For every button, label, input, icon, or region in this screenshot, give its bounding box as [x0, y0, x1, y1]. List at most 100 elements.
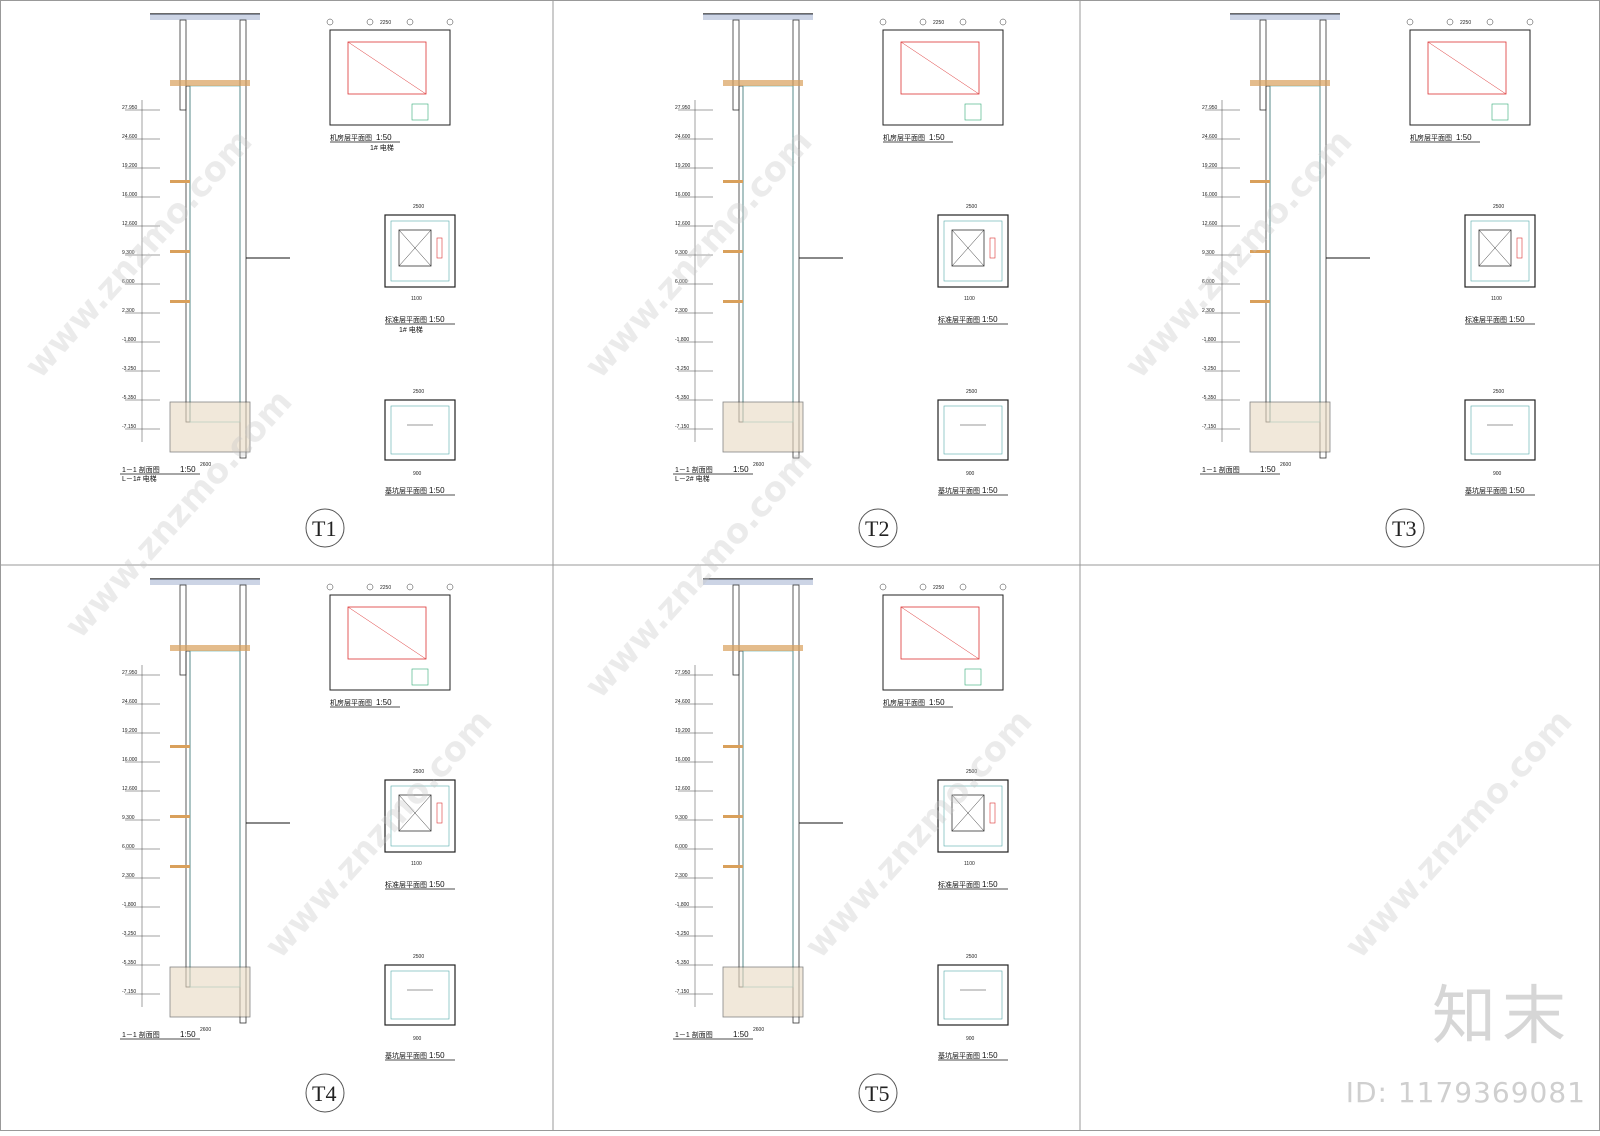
shaft-inner: [390, 220, 450, 282]
floor-slab-0: [1250, 180, 1270, 183]
car-cross-b: [398, 229, 432, 267]
axis-bubble: [919, 583, 927, 591]
floor-slab-0: [723, 745, 743, 748]
machine-room-outline: [882, 594, 1004, 691]
elevation-label: 9.300: [675, 250, 688, 256]
elevation-label: -7.150: [1202, 424, 1216, 430]
standard-caption: 标准层平面图: [385, 315, 427, 324]
elevation-label: 19.200: [122, 163, 138, 169]
dimension-label: 2600: [200, 462, 211, 468]
elevation-label: 6.000: [1202, 279, 1215, 285]
elevation-label: 12.600: [122, 786, 138, 792]
machine-caption: 机房层平面图: [330, 133, 372, 142]
elevation-label: 9.300: [122, 250, 135, 256]
elevation-label: 24.600: [122, 134, 138, 140]
elevation-label: -1.800: [675, 337, 689, 343]
axis-bubble: [446, 583, 454, 591]
elevation-label: -3.250: [122, 931, 136, 937]
section-drawing: 27.95024.60019.20016.00012.6009.3006.000…: [120, 13, 290, 483]
dimension-label: 2500: [413, 389, 424, 395]
floor-slab-1: [723, 250, 743, 253]
watermark-text: www.znzmo.com: [797, 702, 1040, 966]
section-scale: 1:50: [733, 1030, 749, 1039]
machine-scale: 1:50: [929, 698, 945, 707]
shaft-left-wall: [738, 85, 744, 423]
watermark-text: www.znzmo.com: [257, 702, 500, 966]
dimension-label: 2600: [753, 1027, 764, 1033]
elevation-label: 2.300: [122, 308, 135, 314]
section-drawing: 27.95024.60019.20016.00012.6009.3006.000…: [673, 578, 843, 1040]
section-caption: 1－1 剖面图: [122, 1030, 160, 1039]
standard-scale: 1:50: [1509, 315, 1525, 324]
section-scale: 1:50: [1260, 465, 1276, 474]
machine-floor: [170, 645, 250, 651]
elevation-label: 27.950: [1202, 105, 1218, 111]
panel-t1: 27.95024.60019.20016.00012.6009.3006.000…: [120, 13, 456, 548]
elevation-label: 19.200: [675, 728, 691, 734]
panel-tag-circle: [858, 508, 898, 548]
dimension-label: 2600: [200, 1027, 211, 1033]
axis-bubble: [959, 583, 967, 591]
elevation-label: -1.800: [122, 902, 136, 908]
dimension-label: 2600: [1280, 462, 1291, 468]
shaft-outline: [937, 779, 1009, 853]
pit-caption: 基坑层平面图: [938, 1051, 980, 1060]
dimension-label: 1100: [411, 296, 422, 302]
machine-scale: 1:50: [376, 698, 392, 707]
counterweight: [989, 237, 996, 259]
elevation-label: -1.800: [122, 337, 136, 343]
machine-room-wall: [732, 19, 740, 111]
elevation-label: 16.000: [122, 192, 138, 198]
section-scale: 1:50: [180, 1030, 196, 1039]
elevation-label: -1.800: [1202, 337, 1216, 343]
machine-room-wall: [732, 584, 740, 676]
machine-floor: [723, 80, 803, 86]
panel-tag: T2: [858, 508, 898, 548]
elevation-label: 16.000: [675, 757, 691, 763]
dimension-label: 900: [1493, 471, 1502, 477]
dimension-label: 2500: [1493, 204, 1504, 210]
shaft-left-wall: [738, 650, 744, 988]
axis-bubble: [1486, 18, 1494, 26]
panel-t3: 27.95024.60019.20016.00012.6009.3006.000…: [1200, 13, 1536, 548]
standard-caption: 标准层平面图: [938, 315, 980, 324]
axis-bubble: [366, 18, 374, 26]
panel-tag-circle: [1385, 508, 1425, 548]
elevation-label: 19.200: [1202, 163, 1218, 169]
section-scale: 1:50: [180, 465, 196, 474]
floor-slab-2: [170, 300, 190, 303]
panel-tag-circle: [305, 1073, 345, 1113]
machine-room-wall: [179, 19, 187, 111]
car: [951, 229, 985, 267]
machine-scale: 1:50: [376, 133, 392, 142]
standard-scale: 1:50: [429, 880, 445, 889]
machine-diagonal: [900, 41, 980, 95]
pit: [1249, 401, 1331, 453]
panel-tag: T5: [858, 1073, 898, 1113]
floor-slab-2: [723, 300, 743, 303]
elevation-label: 9.300: [675, 815, 688, 821]
machine-room-outline: [1409, 29, 1531, 126]
elevator-panels: 27.950 24.600 19.200 16.000 12.600 9.300 6.000…: [120, 13, 1536, 1113]
car: [398, 229, 432, 267]
car-cross-b: [951, 229, 985, 267]
stair-hatch: [1491, 103, 1509, 121]
elevation-labels: 27.95024.60019.20016.00012.6009.3006.000…: [122, 105, 160, 430]
dimension-label: 2500: [966, 769, 977, 775]
elevation-label: 2.300: [122, 873, 135, 879]
standard-scale: 1:50: [982, 315, 998, 324]
machine-base: [347, 606, 427, 660]
watermark-text: www.znzmo.com: [17, 122, 260, 386]
elevation-label: -7.150: [122, 989, 136, 995]
panel-tag: T3: [1385, 508, 1425, 548]
floor-slab-2: [723, 865, 743, 868]
dimension-label: 900: [413, 471, 422, 477]
